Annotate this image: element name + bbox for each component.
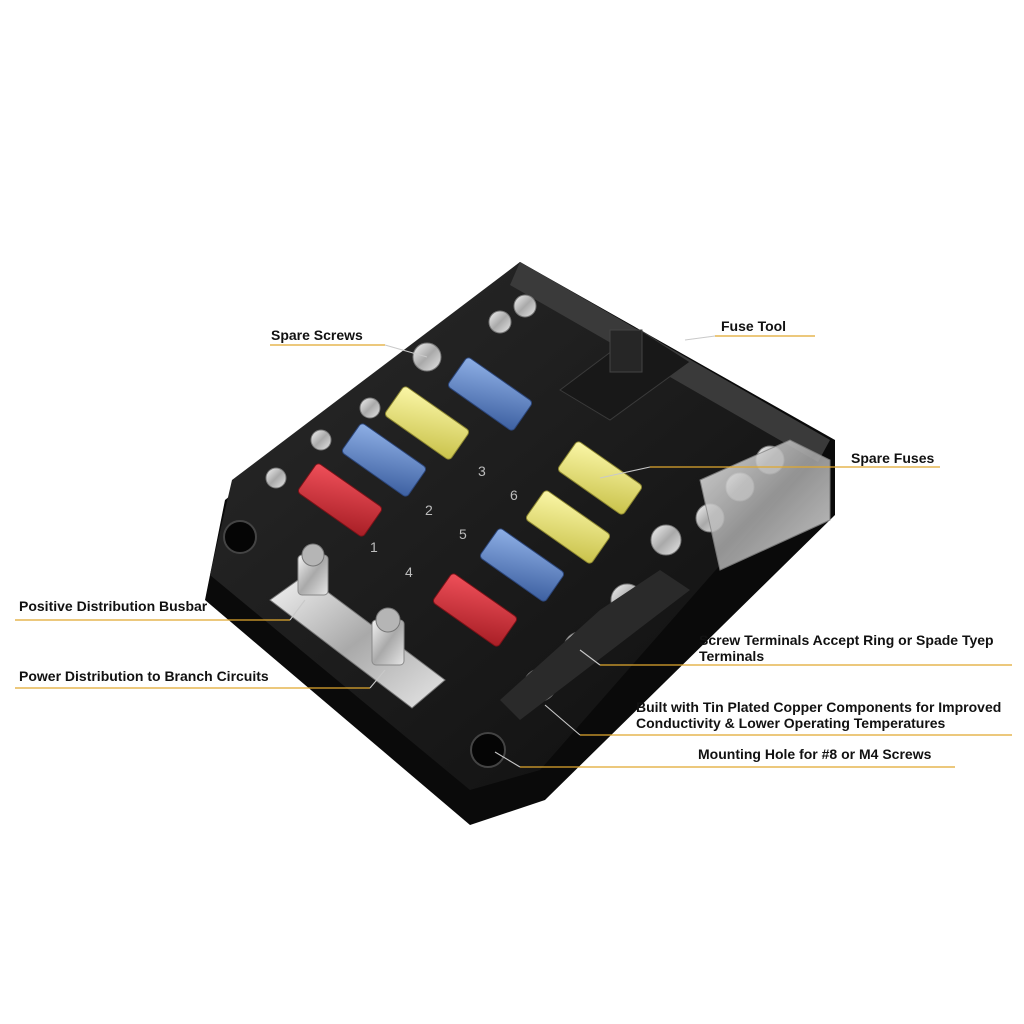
callout-built-with-line2: Conductivity & Lower Operating Temperatu…	[636, 715, 946, 731]
callout-screw-terminals-line2: Terminals	[699, 648, 765, 664]
fuse-blue-5	[479, 528, 565, 602]
slot-number-6: 6	[510, 487, 518, 503]
slot-number-3: 3	[478, 463, 486, 479]
fuse-yellow-3	[384, 386, 470, 460]
right-terminal-strip	[500, 439, 831, 720]
fuses	[297, 357, 643, 647]
callout-positive-busbar: Positive Distribution Busbar	[19, 598, 208, 614]
callout-spare-screws: Spare Screws	[271, 327, 363, 343]
slot-number-1: 1	[370, 539, 378, 555]
callout-screw-terminals: Screw Terminals Accept Ring or Spade Tye…	[699, 632, 994, 664]
fuse-red-1	[297, 463, 383, 537]
callout-leaders	[15, 335, 1012, 768]
fuse-yellow-6	[525, 490, 611, 564]
callout-mounting-hole: Mounting Hole for #8 or M4 Screws	[698, 746, 932, 762]
positive-busbar	[269, 543, 446, 709]
mounting-hole-left	[223, 520, 257, 554]
callout-built-with-line1: Built with Tin Plated Copper Components …	[636, 699, 1002, 715]
callout-fuse-tool: Fuse Tool	[721, 318, 787, 334]
callout-screw-terminals-line1: Screw Terminals Accept Ring or Spade Tye…	[699, 632, 994, 648]
slot-numbers: 1 2 3 4 5 6	[370, 463, 518, 580]
fuse-blue-2	[341, 423, 427, 497]
callout-spare-fuses: Spare Fuses	[851, 450, 935, 466]
callout-power-distribution: Power Distribution to Branch Circuits	[19, 668, 269, 684]
fuse-red-4	[432, 573, 518, 647]
slot-number-5: 5	[459, 526, 467, 542]
callout-built-with: Built with Tin Plated Copper Components …	[636, 699, 1001, 731]
mounting-hole-front	[470, 732, 506, 768]
fuse-blue-spare	[447, 357, 533, 431]
fuse-tool	[559, 329, 691, 421]
slot-number-4: 4	[405, 564, 413, 580]
slot-number-2: 2	[425, 502, 433, 518]
